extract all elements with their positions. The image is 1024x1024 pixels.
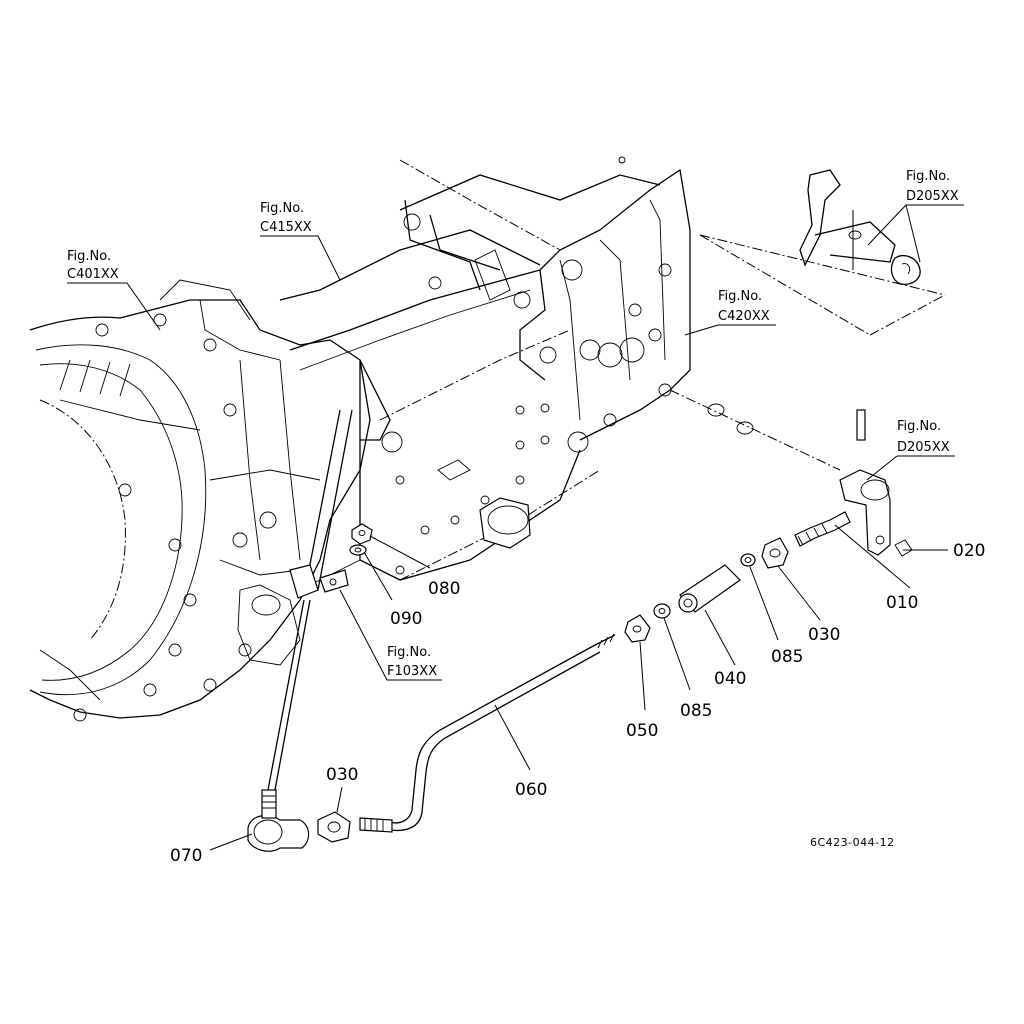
- fig-ref-title: Fig.No.: [897, 419, 941, 434]
- part-label-060: 060: [494, 704, 547, 800]
- fig-ref-code: C401XX: [67, 267, 119, 282]
- pin-detail-top: [699, 169, 946, 336]
- part-label-050: 050: [626, 641, 658, 741]
- part-number: 050: [626, 721, 658, 741]
- fig-ref-d205-mid: Fig.No. D205XX: [866, 419, 955, 481]
- part-number: 085: [771, 647, 803, 667]
- part-label-020: 020: [903, 541, 985, 561]
- fig-ref-code: D205XX: [906, 189, 959, 204]
- drawing-code: 6C423-044-12: [810, 836, 895, 849]
- part-number: 085: [680, 701, 712, 721]
- part-label-085b: 085: [663, 617, 712, 721]
- fig-ref-code: C420XX: [718, 309, 770, 324]
- part-label-030b: 030: [326, 765, 358, 813]
- part-label-010: 010: [834, 524, 918, 613]
- fig-ref-title: Fig.No.: [906, 169, 950, 184]
- fig-ref-code: C415XX: [260, 220, 312, 235]
- fig-ref-code: D205XX: [897, 440, 950, 455]
- part-number: 030: [808, 625, 840, 645]
- part-number: 030: [326, 765, 358, 785]
- part-label-085a: 085: [749, 566, 803, 667]
- fig-ref-f103: Fig.No. F103XX: [339, 589, 442, 681]
- part-number: 010: [886, 593, 918, 613]
- middle-case: [279, 159, 661, 591]
- fig-ref-c401: Fig.No. C401XX: [67, 249, 161, 331]
- part-number: 090: [390, 609, 422, 629]
- part-number: 080: [428, 579, 460, 599]
- transmission-housing: [29, 279, 371, 722]
- part-label-080: 080: [369, 535, 460, 599]
- fig-ref-title: Fig.No.: [718, 289, 762, 304]
- part-label-030a: 030: [777, 565, 840, 645]
- rear-case: [513, 156, 691, 453]
- fig-ref-code: F103XX: [387, 664, 437, 679]
- part-label-040: 040: [704, 609, 746, 689]
- fig-ref-title: Fig.No.: [260, 201, 304, 216]
- fig-ref-c420: Fig.No. C420XX: [684, 289, 776, 336]
- part-number: 020: [953, 541, 985, 561]
- fig-ref-c415: Fig.No. C415XX: [260, 201, 341, 281]
- fig-ref-d205-top: Fig.No. D205XX: [867, 169, 964, 263]
- shift-parts: [247, 389, 913, 852]
- part-number: 060: [515, 780, 547, 800]
- part-label-070: 070: [170, 833, 253, 866]
- part-label-090: 090: [363, 551, 422, 629]
- fig-ref-title: Fig.No.: [67, 249, 111, 264]
- fig-ref-title: Fig.No.: [387, 645, 431, 660]
- part-number: 040: [714, 669, 746, 689]
- part-number: 070: [170, 846, 202, 866]
